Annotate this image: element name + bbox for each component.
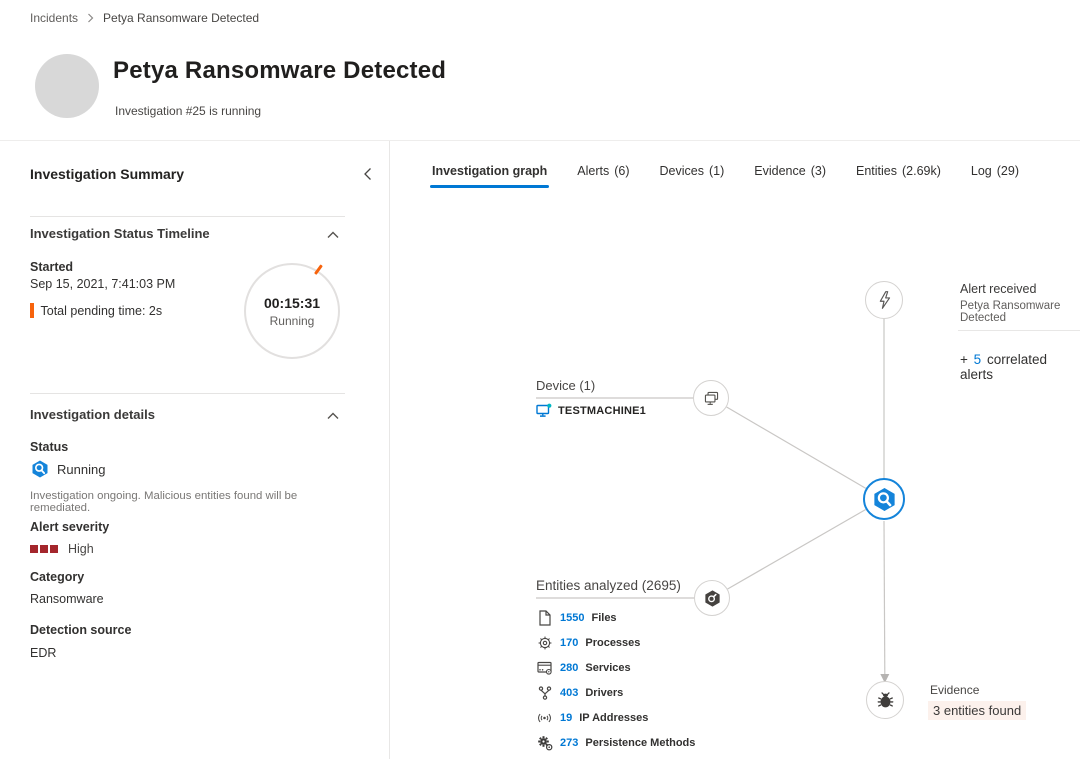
entity-count-link[interactable]: 403 — [560, 686, 579, 699]
entity-list: 1550 Files 170 Processes — [536, 605, 695, 755]
header-divider — [0, 140, 1080, 141]
device-entity[interactable]: TESTMACHINE1 — [536, 403, 646, 419]
collapse-panel-button[interactable] — [358, 165, 376, 183]
category-label: Category — [30, 570, 85, 584]
tab-devices[interactable]: Devices(1) — [659, 164, 725, 178]
device-monitor-icon — [536, 403, 552, 417]
tab-entities[interactable]: Entities(2.69k) — [856, 164, 941, 178]
details-collapse-button[interactable] — [326, 410, 340, 422]
timer-value: 00:15:31 — [263, 294, 321, 311]
chevron-left-icon — [363, 168, 371, 180]
monitors-icon — [704, 391, 718, 405]
defender-investigation-icon — [32, 460, 48, 478]
pending-bar-icon — [30, 303, 34, 318]
entity-row-processes: 170 Processes — [536, 630, 695, 655]
alert-received-label: Alert received — [960, 282, 1037, 296]
correlated-alerts-link[interactable]: 5 — [973, 352, 982, 367]
graph-edges — [536, 319, 890, 683]
entities-group-label: Entities analyzed (2695) — [536, 578, 681, 593]
page-subtitle: Investigation #25 is running — [115, 104, 262, 118]
breadcrumb-incidents[interactable]: Incidents — [30, 11, 79, 25]
device-name: TESTMACHINE1 — [558, 405, 646, 417]
ip-broadcast-icon — [536, 710, 553, 726]
alert-received-name: Petya Ransomware Detected — [960, 300, 1061, 324]
file-icon — [536, 609, 553, 626]
timeline-heading: Investigation Status Timeline — [30, 226, 210, 241]
chevron-up-icon — [327, 231, 339, 238]
evidence-label: Evidence — [930, 683, 980, 697]
severity-square-icon — [40, 545, 48, 553]
entity-row-persistence-methods: 273 Persistence Methods — [536, 730, 695, 755]
timeline-collapse-button[interactable] — [326, 229, 340, 241]
severity-value: High — [68, 542, 94, 556]
sidebar-title: Investigation Summary — [30, 166, 185, 182]
investigation-timer: 00:15:31 Running — [244, 263, 340, 359]
entity-row-services: 280 Services — [536, 655, 695, 680]
status-value: Running — [57, 461, 106, 477]
entity-count-link[interactable]: 170 — [560, 636, 579, 649]
chevron-right-icon — [88, 13, 94, 23]
entity-count-link[interactable]: 1550 — [560, 611, 585, 624]
started-label: Started — [30, 260, 74, 274]
status-description: Investigation ongoing. Malicious entitie… — [30, 490, 298, 514]
defender-investigation-icon — [873, 487, 895, 511]
device-node[interactable] — [693, 380, 729, 416]
entity-row-drivers: 403 Drivers — [536, 680, 695, 705]
entities-node[interactable] — [694, 580, 730, 616]
page-title: Petya Ransomware Detected — [113, 57, 447, 84]
tab-bar: Investigation graph Alerts(6) Devices(1)… — [429, 164, 1019, 188]
section-divider — [30, 216, 345, 217]
device-group-label: Device (1) — [536, 378, 596, 393]
breadcrumb: Incidents Petya Ransomware Detected — [30, 11, 259, 25]
status-label: Status — [30, 440, 69, 454]
section-divider — [30, 393, 345, 394]
detection-source-label: Detection source — [30, 623, 132, 637]
tab-log[interactable]: Log(29) — [970, 164, 1019, 178]
gear-icon — [536, 635, 553, 651]
services-window-icon — [536, 660, 553, 676]
tab-investigation-graph[interactable]: Investigation graph — [429, 164, 550, 188]
correlated-alerts: + 5 correlated alerts — [960, 352, 1047, 382]
evidence-node[interactable] — [866, 681, 904, 719]
alert-node[interactable] — [865, 281, 903, 319]
entities-analyzed-icon — [704, 589, 720, 607]
severity-label: Alert severity — [30, 520, 110, 534]
entity-count-link[interactable]: 19 — [560, 711, 573, 724]
status-row: Running — [30, 459, 105, 479]
chevron-up-icon — [327, 412, 339, 419]
pending-time: Total pending time: 2s — [30, 303, 162, 318]
entity-count-link[interactable]: 280 — [560, 661, 579, 674]
pending-label: Total pending time: 2s — [40, 303, 163, 318]
tab-evidence[interactable]: Evidence(3) — [754, 164, 826, 178]
persistence-gears-icon — [536, 735, 553, 751]
alert-divider — [958, 330, 1080, 331]
timer-status: Running — [269, 313, 315, 328]
tab-alerts[interactable]: Alerts(6) — [577, 164, 630, 178]
details-heading: Investigation details — [30, 407, 155, 422]
entity-count-link[interactable]: 273 — [560, 736, 579, 749]
entity-row-files: 1550 Files — [536, 605, 695, 630]
avatar — [35, 54, 99, 118]
investigation-center-node[interactable] — [863, 478, 905, 520]
severity-row: High — [30, 542, 94, 556]
drivers-branch-icon — [536, 685, 553, 701]
category-value: Ransomware — [30, 592, 104, 606]
bug-icon — [877, 691, 893, 707]
sidebar-divider — [389, 141, 390, 759]
started-value: Sep 15, 2021, 7:41:03 PM — [30, 277, 176, 291]
evidence-entities-found[interactable]: 3 entities found — [928, 701, 1027, 720]
severity-square-icon — [30, 545, 38, 553]
lightning-bolt-icon — [879, 291, 890, 309]
breadcrumb-current: Petya Ransomware Detected — [103, 11, 260, 25]
detection-source-value: EDR — [30, 646, 57, 660]
severity-square-icon — [50, 545, 58, 553]
entity-row-ip-addresses: 19 IP Addresses — [536, 705, 695, 730]
